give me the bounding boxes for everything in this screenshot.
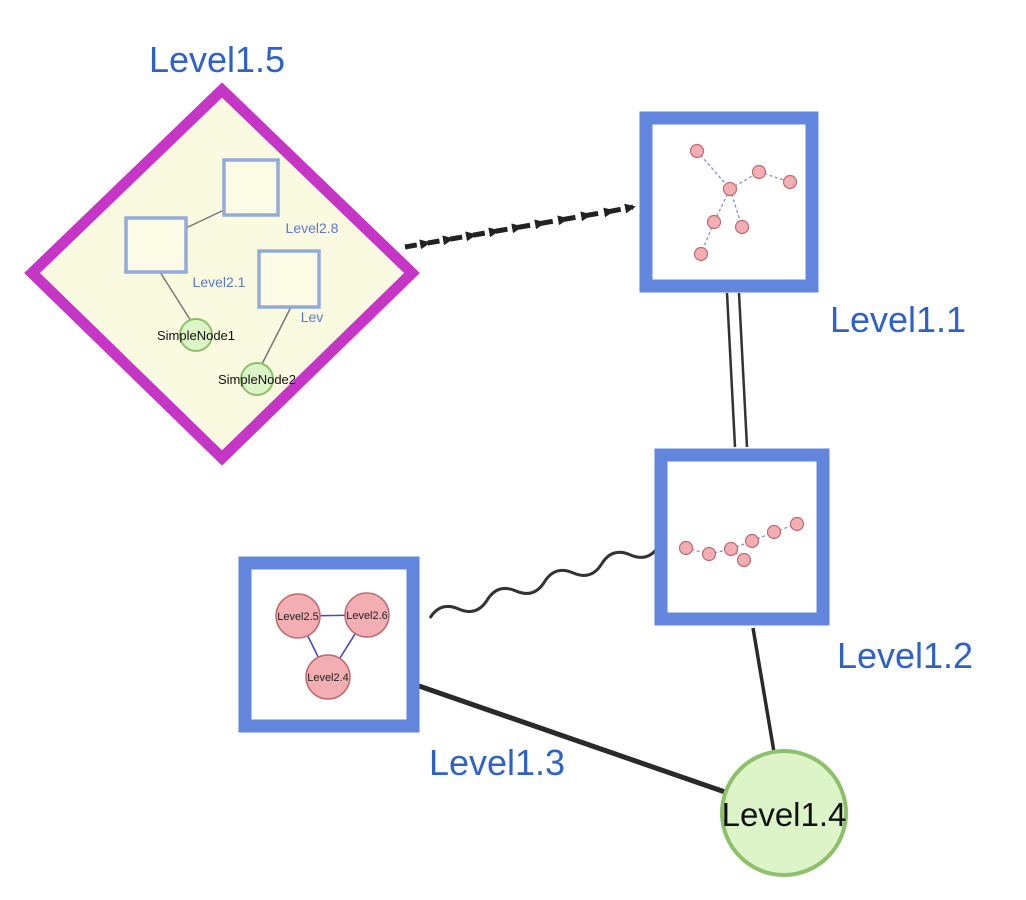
mini-node[interactable] [678,540,694,556]
inner-square-level2-trunc[interactable] [257,249,321,309]
mini-node[interactable] [723,541,739,557]
edge-level15-level11-dashed-arrow[interactable] [404,203,636,250]
diamond-shape[interactable] [24,82,420,466]
mini-edge[interactable] [685,547,710,555]
simple-node-label: SimpleNode2 [218,372,296,387]
mini-node[interactable] [789,516,805,532]
mini-node-label: Level2.5 [277,611,319,623]
mini-node[interactable] [766,524,782,540]
mini-node[interactable] [782,174,798,190]
mini-node-label: Level2.4 [307,672,349,684]
node-label-level1-2: Level1.2 [837,635,973,676]
edge-level13-level14[interactable] [418,683,726,795]
inner-square-level2-1[interactable] [124,216,188,274]
edge-level21-simplenode1[interactable] [159,271,192,322]
simple-node-label: SimpleNode1 [157,328,235,343]
mini-node-level2-5[interactable] [275,593,321,639]
mini-nodes-level1-2 [678,516,805,568]
node-label-level1-4: Level1.4 [722,796,847,833]
mini-node[interactable] [693,246,709,262]
edge-level28-level21[interactable] [185,209,225,229]
node-level1-3[interactable]: Level2.5 Level2.6 Level2.4 [238,556,420,733]
inner-square-label: Lev [301,309,324,325]
node-level1-4[interactable]: Level1.4 [720,749,848,877]
inner-square-level2-8[interactable] [222,158,280,217]
mini-node-label: Level2.6 [346,610,388,622]
mini-node[interactable] [736,552,752,568]
edges-layer [404,203,776,795]
edge-level11-level12-double-b[interactable] [737,292,749,448]
inner-square-label: Level2.1 [193,274,246,290]
mini-node[interactable] [701,546,717,562]
mini-node[interactable] [751,164,767,180]
edge-level12-level14[interactable] [751,627,776,753]
mini-node[interactable] [744,533,760,549]
mini-edge[interactable] [696,150,731,190]
mini-node[interactable] [722,181,738,197]
inner-square-label: Level2.8 [286,220,339,236]
node-label-level1-1: Level1.1 [830,299,966,340]
mini-node-level2-6[interactable] [344,592,390,638]
mini-node[interactable] [689,143,705,159]
mini-nodes-level1-1 [689,143,798,262]
mini-edge[interactable] [773,523,798,533]
node-label-level1-5: Level1.5 [149,39,285,80]
mini-node-level2-4[interactable] [305,654,351,700]
node-circle-level1-4[interactable] [720,749,848,877]
edge-level13-level12-wavy[interactable] [428,540,661,625]
mini-node[interactable] [734,219,750,235]
mini-edge[interactable] [751,531,775,542]
edge-level2x-simplenode2[interactable] [261,306,292,365]
simple-node-1[interactable] [179,318,213,352]
edge-level11-level12-double-a[interactable] [725,292,737,448]
node-level1-5-diamond[interactable]: Level2.8 Level2.1 Lev SimpleNode1 Simple… [24,82,420,466]
node-frame-level1-3[interactable] [238,556,420,733]
node-label-level1-3: Level1.3 [429,742,565,783]
simple-node-2[interactable] [240,362,274,396]
node-level1-2[interactable] [654,448,830,626]
mini-node[interactable] [706,214,722,230]
node-frame-level1-2[interactable] [654,448,830,626]
node-frame-level1-1[interactable] [639,111,819,293]
node-level1-1[interactable] [639,111,819,293]
